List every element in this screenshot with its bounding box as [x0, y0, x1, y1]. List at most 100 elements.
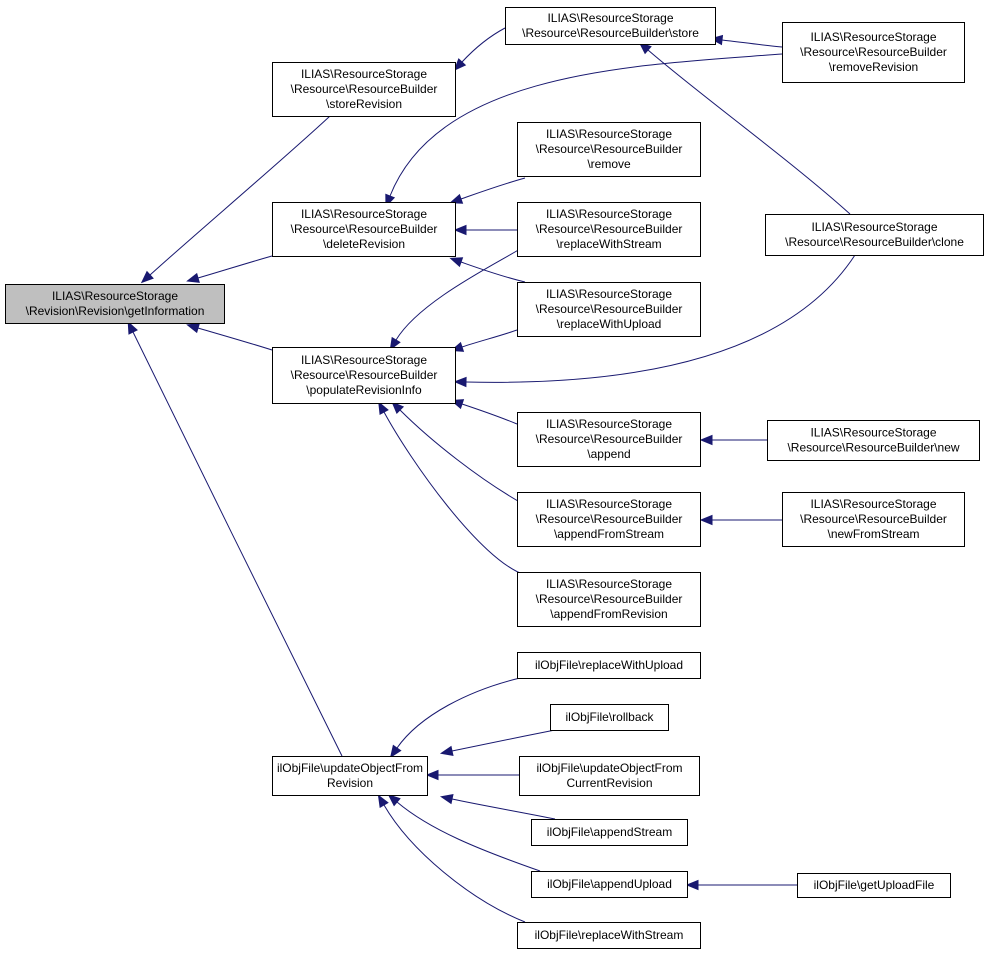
- node-label-line: \newFromStream: [827, 527, 919, 541]
- node-ofReplaceWithStream[interactable]: ilObjFile\replaceWithStream: [517, 922, 701, 949]
- node-label-line: ILIAS\ResourceStorage: [546, 417, 672, 431]
- node-label-line: ILIAS\ResourceStorage: [546, 127, 672, 141]
- node-newFromStream[interactable]: ILIAS\ResourceStorage\Resource\ResourceB…: [782, 492, 965, 547]
- edge-ofAppendStream-to-updateObjectFromRevision: [439, 793, 556, 820]
- node-label-line: ILIAS\ResourceStorage: [52, 289, 178, 303]
- node-box: [517, 572, 701, 627]
- edge-replaceWithUpload-to-deleteRevision: [449, 257, 526, 283]
- edge-ofGetUploadFile-to-ofAppendUpload: [685, 879, 797, 891]
- node-label-line: ilObjFile\replaceWithStream: [535, 928, 684, 942]
- node-box: [5, 284, 225, 324]
- edge-line: [465, 254, 856, 383]
- node-label-line: ILIAS\ResourceStorage: [811, 220, 937, 234]
- edge-line: [396, 677, 521, 749]
- node-label-line: \append: [587, 447, 630, 461]
- arrowhead-icon: [699, 514, 713, 526]
- node-box: [272, 347, 456, 404]
- arrowhead-icon: [699, 434, 713, 446]
- arrowhead-icon: [140, 270, 154, 284]
- edge-storeRevision-to-root: [140, 115, 331, 284]
- node-label-line: ILIAS\ResourceStorage: [546, 287, 672, 301]
- node-box: [550, 704, 669, 731]
- node-replaceWithUpload[interactable]: ILIAS\ResourceStorage\Resource\ResourceB…: [517, 282, 701, 337]
- arrowhead-icon: [389, 744, 402, 759]
- node-ofUpdateObjectFromCurrentRevision[interactable]: ilObjFile\updateObjectFromCurrentRevisio…: [519, 756, 700, 796]
- edge-clone-to-populateRevisionInfo: [453, 254, 856, 388]
- edge-ofUpdateObjectFromCurrentRevision-to-updateObjectFromRevision: [425, 769, 519, 781]
- node-label-line: \Resource\ResourceBuilder: [291, 368, 438, 382]
- node-ofAppendUpload[interactable]: ilObjFile\appendUpload: [531, 871, 688, 898]
- arrowhead-icon: [377, 794, 389, 809]
- edge-line: [451, 798, 556, 820]
- node-deleteRevision[interactable]: ILIAS\ResourceStorage\Resource\ResourceB…: [272, 202, 456, 257]
- node-ofAppendStream[interactable]: ilObjFile\appendStream: [531, 819, 688, 846]
- node-box: [272, 202, 456, 257]
- node-box: [767, 420, 980, 461]
- edge-appendFromRevision-to-populateRevisionInfo: [378, 401, 526, 576]
- node-clone[interactable]: ILIAS\ResourceStorage\Resource\ResourceB…: [765, 214, 984, 256]
- node-box: [517, 652, 701, 679]
- node-label-line: ILIAS\ResourceStorage: [546, 577, 672, 591]
- node-store[interactable]: ILIAS\ResourceStorage\Resource\ResourceB…: [505, 7, 716, 45]
- node-label-line: ILIAS\ResourceStorage: [301, 353, 427, 367]
- edge-replaceWithStream-to-deleteRevision: [453, 224, 517, 236]
- node-label-line: ilObjFile\replaceWithUpload: [535, 658, 683, 672]
- node-box: [797, 873, 951, 898]
- arrowhead-icon: [186, 272, 200, 283]
- edge-replaceWithUpload-to-populateRevisionInfo: [450, 329, 518, 352]
- node-removeRevision[interactable]: ILIAS\ResourceStorage\Resource\ResourceB…: [782, 22, 965, 83]
- node-label-line: ilObjFile\updateObjectFrom: [536, 761, 682, 775]
- node-appendFromRevision[interactable]: ILIAS\ResourceStorage\Resource\ResourceB…: [517, 572, 701, 627]
- node-label-line: ILIAS\ResourceStorage: [810, 497, 936, 511]
- node-layer: ILIAS\ResourceStorage\Revision\Revision\…: [5, 7, 984, 949]
- node-root[interactable]: ILIAS\ResourceStorage\Revision\Revision\…: [5, 284, 225, 324]
- node-populateRevisionInfo[interactable]: ILIAS\ResourceStorage\Resource\ResourceB…: [272, 347, 456, 404]
- node-ofGetUploadFile[interactable]: ilObjFile\getUploadFile: [797, 873, 951, 898]
- node-ofRollback[interactable]: ilObjFile\rollback: [550, 704, 669, 731]
- edge-ofReplaceWithStream-to-updateObjectFromRevision: [377, 794, 526, 923]
- arrowhead-icon: [439, 793, 454, 805]
- arrowhead-icon: [453, 58, 467, 72]
- edge-line: [461, 27, 506, 63]
- node-label-line: \Resource\ResourceBuilder\store: [522, 26, 699, 40]
- node-label-line: \remove: [587, 157, 631, 171]
- node-label-line: \removeRevision: [829, 60, 918, 74]
- edge-removeRevision-to-store: [709, 34, 783, 48]
- node-storeRevision[interactable]: ILIAS\ResourceStorage\Resource\ResourceB…: [272, 62, 456, 117]
- edge-line: [721, 39, 783, 48]
- edge-line: [389, 53, 783, 197]
- edge-line: [132, 331, 343, 757]
- node-label-line: \appendFromStream: [554, 527, 664, 541]
- node-appendFromStream[interactable]: ILIAS\ResourceStorage\Resource\ResourceB…: [517, 492, 701, 547]
- node-box: [782, 492, 965, 547]
- node-replaceWithStream[interactable]: ILIAS\ResourceStorage\Resource\ResourceB…: [517, 202, 701, 257]
- node-label-line: \Resource\ResourceBuilder: [291, 222, 438, 236]
- node-box: [517, 492, 701, 547]
- arrowhead-icon: [186, 323, 200, 334]
- node-ofReplaceWithUpload[interactable]: ilObjFile\replaceWithUpload: [517, 652, 701, 679]
- edge-append-to-populateRevisionInfo: [450, 399, 518, 425]
- node-label-line: ilObjFile\getUploadFile: [814, 878, 935, 892]
- edge-line: [460, 177, 526, 200]
- node-box: [272, 756, 428, 796]
- node-label-line: ILIAS\ResourceStorage: [546, 207, 672, 221]
- node-box: [517, 202, 701, 257]
- node-box: [517, 282, 701, 337]
- node-label-line: \Resource\ResourceBuilder: [536, 142, 683, 156]
- edge-line: [451, 729, 556, 752]
- edge-ofAppendUpload-to-updateObjectFromRevision: [387, 794, 541, 872]
- node-label-line: \Resource\ResourceBuilder: [536, 302, 683, 316]
- node-remove[interactable]: ILIAS\ResourceStorage\Resource\ResourceB…: [517, 122, 701, 177]
- edge-remove-to-deleteRevision: [449, 177, 526, 204]
- node-label-line: CurrentRevision: [566, 776, 652, 790]
- node-new[interactable]: ILIAS\ResourceStorage\Resource\ResourceB…: [767, 420, 980, 461]
- edge-line: [149, 115, 331, 276]
- arrowhead-icon: [387, 794, 401, 807]
- node-label-line: ILIAS\ResourceStorage: [546, 497, 672, 511]
- node-append[interactable]: ILIAS\ResourceStorage\Resource\ResourceB…: [517, 412, 701, 467]
- node-label-line: ilObjFile\rollback: [565, 710, 654, 724]
- node-label-line: \storeRevision: [326, 97, 402, 111]
- node-label-line: \Resource\ResourceBuilder: [536, 592, 683, 606]
